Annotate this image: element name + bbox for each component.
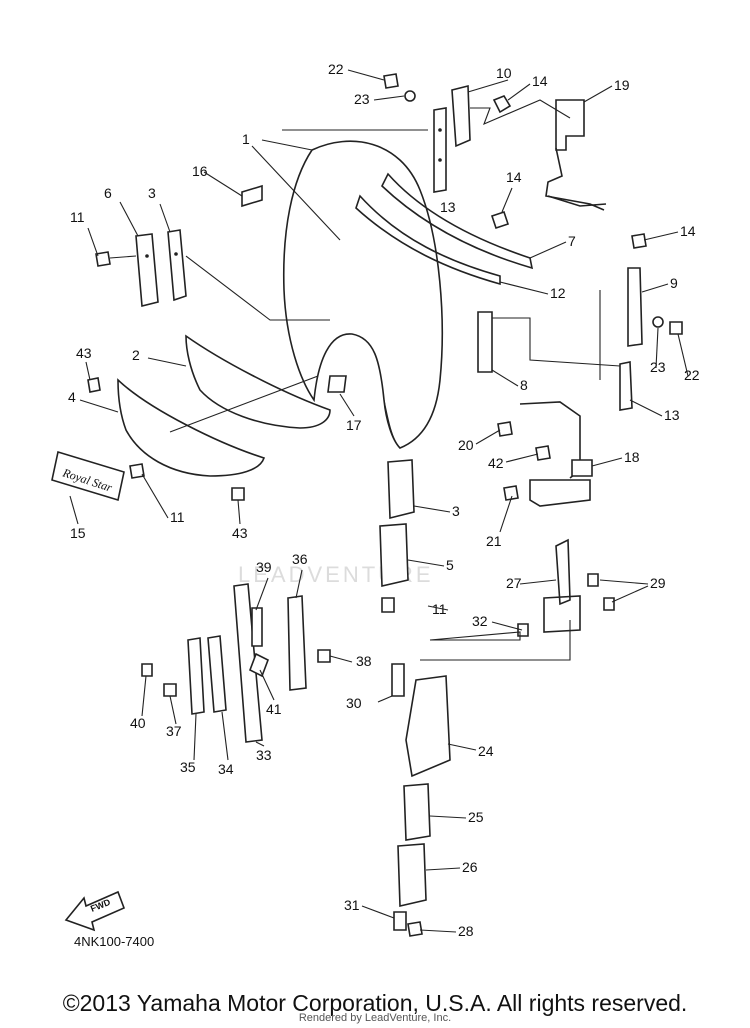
callout-label: 27 — [506, 575, 522, 591]
callout-label: 29 — [650, 575, 666, 591]
lower-cowl-panel-4 — [117, 378, 266, 477]
callout-label: 35 — [180, 759, 196, 775]
callout-label: 21 — [486, 533, 502, 549]
callout-label: 14 — [680, 223, 696, 239]
brace-strip-12 — [355, 194, 501, 286]
callout-label: 26 — [462, 859, 478, 875]
bracket-9 — [627, 267, 643, 347]
callout-label: 34 — [218, 761, 234, 777]
bolt-21 — [503, 485, 519, 501]
callout-label: 39 — [256, 559, 272, 575]
royal-star-badge: Royal Star — [51, 450, 125, 502]
callout-label: 42 — [488, 455, 504, 471]
mount-stay-18 — [519, 401, 593, 507]
bracket-8 — [477, 311, 493, 373]
callout-label: 8 — [520, 377, 528, 393]
callout-label: 24 — [478, 743, 494, 759]
callout-label: 3 — [452, 503, 460, 519]
callout-label: 23 — [354, 91, 370, 107]
washer-23 — [652, 316, 664, 328]
callout-label: 30 — [346, 695, 362, 711]
callouts: 22 10 14 23 19 1 16 13 6 3 11 14 7 12 14… — [68, 61, 700, 939]
callout-label: 23 — [650, 359, 666, 375]
callout-label: 10 — [496, 65, 512, 81]
callout-label: 7 — [568, 233, 576, 249]
callout-label: 28 — [458, 923, 474, 939]
callout-label: 9 — [670, 275, 678, 291]
callout-label: 43 — [76, 345, 92, 361]
callout-label: 16 — [192, 163, 208, 179]
bolt-11-center — [381, 597, 395, 613]
bolt-11-left — [129, 463, 145, 479]
callout-label: 40 — [130, 715, 146, 731]
callout-label: 15 — [70, 525, 86, 541]
bolt-20 — [497, 421, 513, 437]
callout-label: 14 — [532, 73, 548, 89]
rendered-by-text: Rendered by LeadVenture, Inc. — [298, 1012, 452, 1024]
callout-label: 22 — [684, 367, 700, 383]
deflector-5 — [379, 523, 409, 587]
callout-leaders — [69, 69, 689, 933]
deflector-3 — [387, 459, 415, 520]
lower-right-assembly — [391, 538, 615, 937]
callout-label: 1 — [242, 131, 250, 147]
bolt-43-top — [87, 377, 101, 393]
callout-label: 13 — [440, 199, 456, 215]
spacer-left — [95, 229, 187, 308]
label-strip-16 — [241, 184, 263, 208]
upper-mount-bracket — [383, 73, 607, 211]
callout-label: 36 — [292, 551, 308, 567]
clip-14-top — [490, 210, 510, 230]
brace-strip-7 — [381, 172, 534, 270]
callout-label: 2 — [132, 347, 140, 363]
lower-cowl-panel-2 — [185, 334, 331, 429]
fwd-arrow-icon: FWD — [64, 890, 126, 932]
callout-label: 32 — [472, 613, 488, 629]
callout-label: 41 — [266, 701, 282, 717]
callout-label: 11 — [170, 509, 185, 525]
bracket-13-right — [619, 361, 633, 411]
callout-label: 20 — [458, 437, 474, 453]
callout-label: 5 — [446, 557, 454, 573]
part-code: 4NK100-7400 — [74, 934, 154, 949]
copyright-text: ©2013 Yamaha Motor Corporation, U.S.A. A… — [62, 990, 688, 1016]
callout-label: 33 — [256, 747, 272, 763]
callout-label: 43 — [232, 525, 248, 541]
bolt-43-bottom — [231, 487, 245, 501]
callout-label: 3 — [148, 185, 156, 201]
lower-left-assembly — [141, 583, 331, 743]
callout-label: 14 — [506, 169, 522, 185]
callout-label: 22 — [328, 61, 344, 77]
callout-label: 18 — [624, 449, 640, 465]
callout-label: 17 — [346, 417, 362, 433]
callout-label: 19 — [614, 77, 630, 93]
bolt-22-right — [669, 321, 683, 335]
callout-label: 6 — [104, 185, 112, 201]
callout-label: 12 — [550, 285, 566, 301]
callout-label: 11 — [70, 209, 85, 225]
callout-label: 37 — [166, 723, 182, 739]
callout-label: 38 — [356, 653, 372, 669]
callout-label: 13 — [664, 407, 680, 423]
callout-label: 31 — [344, 897, 360, 913]
leader-lines — [169, 129, 621, 661]
bracket-17 — [327, 375, 347, 393]
callout-label: 25 — [468, 809, 484, 825]
callout-label: 11 — [432, 601, 447, 617]
callout-label: 4 — [68, 389, 76, 405]
bolt-42 — [535, 445, 551, 461]
clip-14-right — [631, 233, 647, 249]
